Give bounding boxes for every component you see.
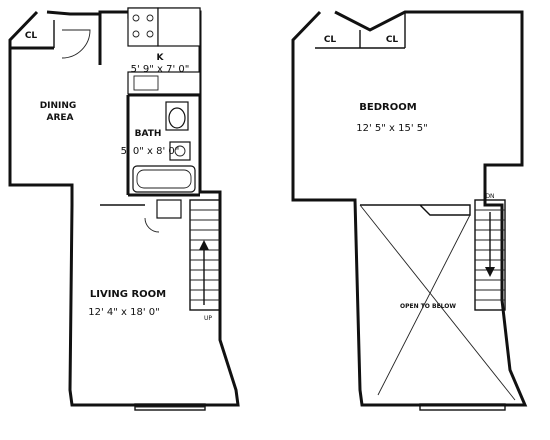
lavatory-basin bbox=[174, 145, 186, 157]
lower-stair-label: UP bbox=[204, 315, 212, 322]
dining-label-line2: AREA bbox=[46, 113, 73, 123]
upper-outer-wall bbox=[291, 10, 528, 407]
open-diagonal-2 bbox=[377, 214, 471, 396]
lavatory bbox=[169, 141, 191, 161]
lower-level-plan: CL K 5' 9" x 7' 0" DINING AREA BATH 5' 0… bbox=[8, 7, 240, 411]
range-stove bbox=[127, 7, 159, 47]
bedroom-dims: 12' 5" x 15' 5" bbox=[356, 123, 428, 134]
stair-arrow-head bbox=[199, 240, 209, 250]
living-dims: 12' 4" x 18' 0" bbox=[88, 307, 160, 318]
upper-closet-b-label: CL bbox=[386, 35, 399, 45]
upper-closet-a-label: CL bbox=[324, 35, 337, 45]
upper-stair-arrow-head bbox=[485, 267, 495, 277]
upper-window bbox=[419, 403, 506, 411]
lower-outer-wall bbox=[8, 10, 240, 407]
burner-2 bbox=[146, 14, 154, 22]
door-swing bbox=[61, 29, 91, 59]
lower-closet-label: CL bbox=[25, 31, 38, 41]
kitchen-sink bbox=[133, 75, 159, 91]
bathtub bbox=[132, 165, 196, 193]
upper-level-plan: CL CL BEDROOM 12' 5" x 15' 5" OPEN TO BE… bbox=[291, 10, 528, 411]
burner-4 bbox=[146, 30, 154, 38]
kitchen-sink-counter bbox=[127, 71, 201, 95]
refrigerator bbox=[157, 7, 201, 47]
kitchen-dims: 5' 9" x 7' 0" bbox=[131, 64, 190, 75]
living-name: LIVING ROOM bbox=[90, 289, 166, 300]
dining-label-line1: DINING bbox=[40, 101, 77, 111]
bath-name: BATH bbox=[135, 129, 162, 139]
closet-door-swing bbox=[144, 217, 160, 233]
kitchen-name: K bbox=[157, 53, 165, 63]
bedroom-name: BEDROOM bbox=[359, 102, 416, 113]
lower-stair bbox=[189, 199, 221, 311]
burner-3 bbox=[132, 30, 140, 38]
open-diagonal bbox=[359, 204, 516, 401]
open-area-edge bbox=[360, 204, 471, 216]
bathtub-basin bbox=[136, 169, 192, 189]
open-to-below-label: OPEN TO BELOW bbox=[400, 303, 456, 310]
utility-closet bbox=[156, 199, 182, 219]
toilet-bowl bbox=[168, 107, 186, 129]
burner-1 bbox=[132, 14, 140, 22]
upper-stair bbox=[474, 199, 506, 311]
upper-stair-label: DN bbox=[485, 193, 494, 200]
bath-dims: 5' 0" x 8' 0" bbox=[121, 146, 180, 157]
